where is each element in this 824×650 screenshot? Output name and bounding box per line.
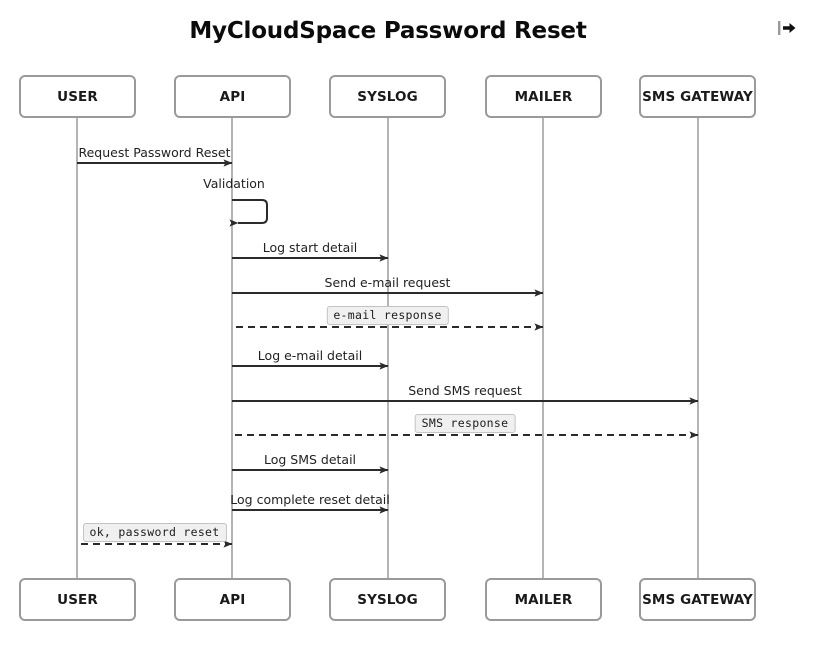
- actor-box-api-top[interactable]: API: [174, 75, 291, 118]
- message-label-m1: Request Password Reset: [78, 145, 231, 160]
- message-label-m2: Validation: [203, 176, 265, 191]
- actor-box-api-bottom[interactable]: API: [174, 578, 291, 621]
- export-arrow-icon[interactable]: [776, 17, 798, 39]
- message-label-m10: Log complete reset detail: [230, 492, 390, 507]
- actor-box-sms-top[interactable]: SMS GATEWAY: [639, 75, 756, 118]
- message-label-m7: Send SMS request: [408, 383, 522, 398]
- message-arrow-m2: [229, 199, 268, 227]
- lifeline-mailer: [542, 118, 544, 578]
- actor-box-user-top[interactable]: USER: [19, 75, 136, 118]
- message-note-m11: ok, password reset: [82, 523, 227, 542]
- lifeline-user: [76, 118, 78, 578]
- lifeline-sms: [697, 118, 699, 578]
- message-label-m4: Send e-mail request: [324, 275, 451, 290]
- actor-label-syslog: SYSLOG: [357, 88, 418, 105]
- lifeline-api: [231, 118, 233, 578]
- message-note-m8: SMS response: [414, 414, 516, 433]
- actor-box-syslog-top[interactable]: SYSLOG: [329, 75, 446, 118]
- actor-label-mailer: MAILER: [514, 591, 573, 608]
- actor-label-mailer: MAILER: [514, 88, 573, 105]
- lifeline-syslog: [387, 118, 389, 578]
- actor-label-user: USER: [57, 88, 98, 105]
- actor-box-user-bottom[interactable]: USER: [19, 578, 136, 621]
- actor-box-mailer-bottom[interactable]: MAILER: [485, 578, 602, 621]
- actor-label-syslog: SYSLOG: [357, 591, 418, 608]
- message-label-m6: Log e-mail detail: [257, 348, 363, 363]
- page-title: MyCloudSpace Password Reset: [189, 18, 587, 44]
- message-label-m3: Log start detail: [262, 240, 358, 255]
- actor-box-syslog-bottom[interactable]: SYSLOG: [329, 578, 446, 621]
- actor-label-sms: SMS GATEWAY: [642, 88, 753, 105]
- actor-box-mailer-top[interactable]: MAILER: [485, 75, 602, 118]
- actor-label-sms: SMS GATEWAY: [642, 591, 753, 608]
- message-note-m5: e-mail response: [326, 306, 449, 325]
- actor-box-sms-bottom[interactable]: SMS GATEWAY: [639, 578, 756, 621]
- actor-label-api: API: [219, 88, 246, 105]
- actor-label-api: API: [219, 591, 246, 608]
- message-label-m9: Log SMS detail: [263, 452, 357, 467]
- actor-label-user: USER: [57, 591, 98, 608]
